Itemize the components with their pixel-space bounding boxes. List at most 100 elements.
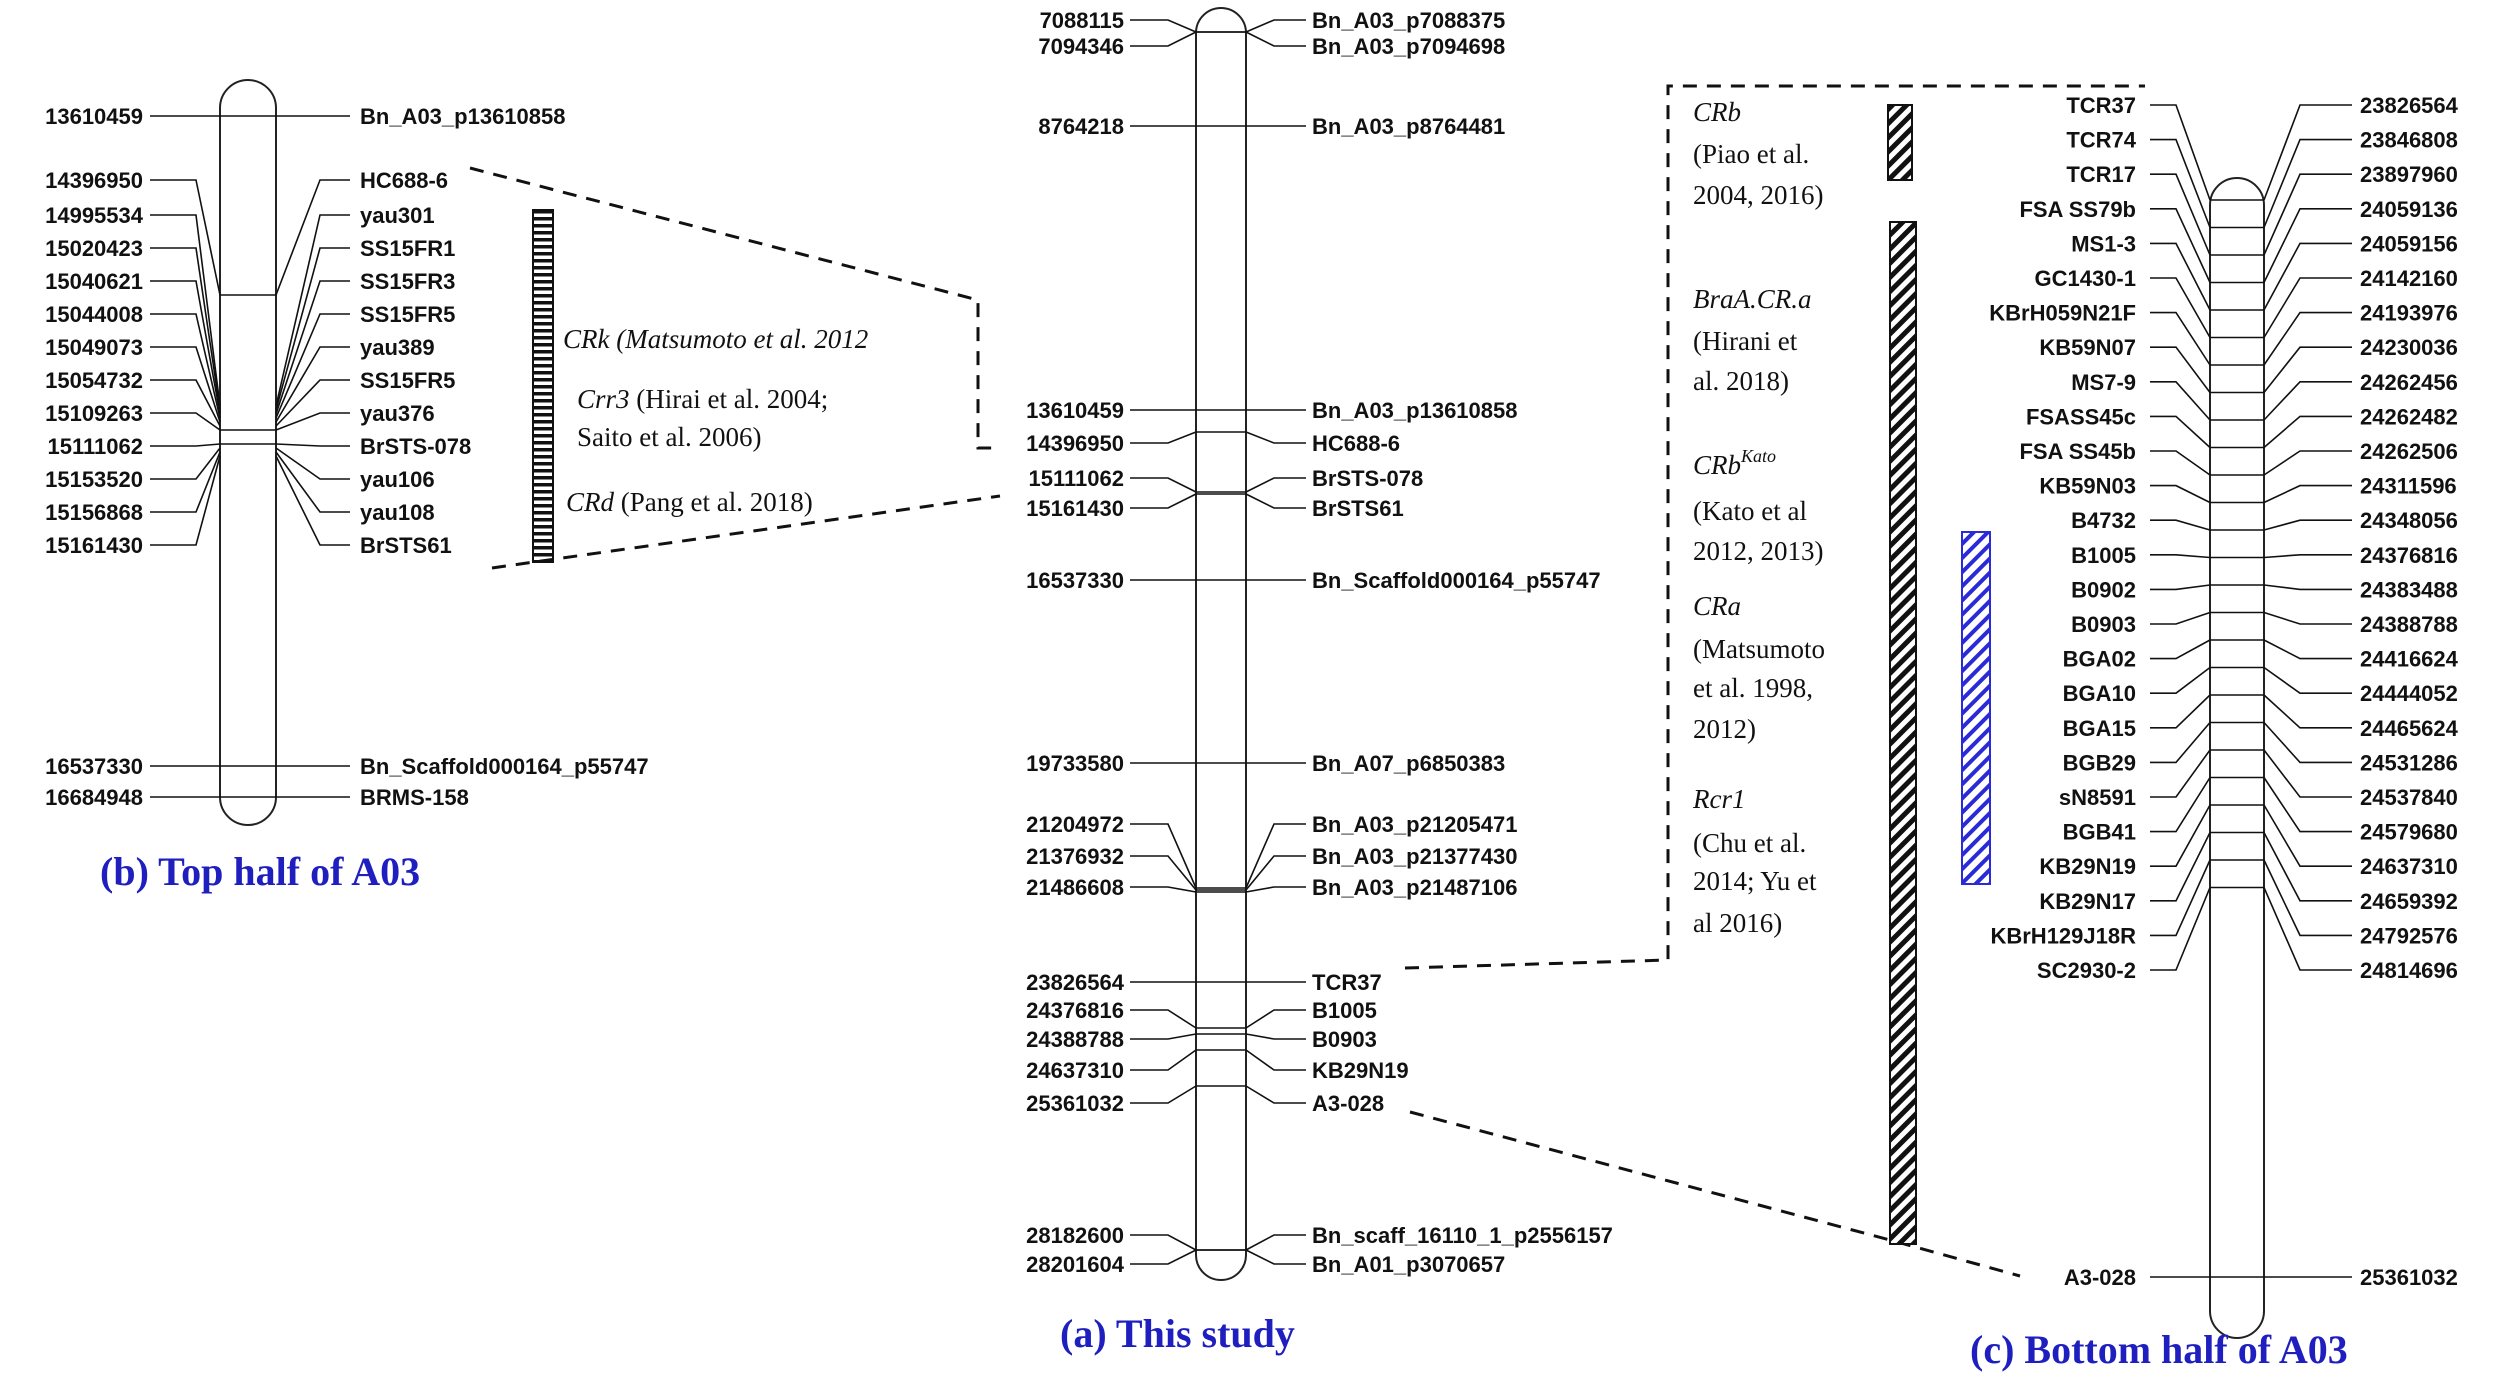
bottom-end-marker-name: A3-028	[2064, 1265, 2136, 1290]
bottom-marker-line-right	[2263, 721, 2352, 764]
crk-gene: CRk	[563, 324, 611, 354]
saito-reference: Saito et al. 2006)	[577, 422, 761, 452]
bottom-marker-name: TCR37	[2066, 93, 2136, 118]
bottom-marker-name: BGB41	[2063, 820, 2136, 845]
bottom-marker-name: GC1430-1	[2034, 266, 2136, 291]
bottom-marker-line-left	[2150, 242, 2211, 311]
bottom-marker-line-left	[2150, 311, 2211, 366]
study-marker-name: Bn_Scaffold000164_p55747	[1312, 568, 1601, 593]
crd-reference: CRd (Pang et al. 2018)	[566, 487, 813, 517]
top-marker-line-left	[150, 179, 221, 296]
bottom-marker-line-left	[2150, 694, 2211, 729]
study-marker-name: KB29N19	[1312, 1058, 1409, 1083]
study-marker-line-left	[1130, 1049, 1197, 1071]
crd-gene: CRd	[566, 487, 615, 517]
bra-ref-line-2: al. 2018)	[1693, 366, 1789, 396]
bottom-marker-name: KB59N03	[2039, 474, 2136, 499]
bottom-marker-name: KB59N07	[2039, 335, 2136, 360]
bottom-marker-line-left	[2150, 721, 2211, 764]
study-marker-position: 15111062	[1029, 466, 1124, 491]
top-marker-name: SS15FR3	[360, 269, 455, 294]
bottom-marker-name: KBrH059N21F	[1989, 301, 2136, 326]
bottom-marker-line-right	[2263, 173, 2352, 256]
cra-ref-line-1: (Matsumoto	[1693, 634, 1825, 664]
bottom-marker-line-left	[2150, 859, 2211, 937]
top-marker-name: BrSTS-078	[360, 434, 471, 459]
crr3-reference: Crr3 (Hirai et al. 2004;	[577, 384, 828, 414]
cra-ref-line-2: et al. 1998,	[1693, 673, 1813, 703]
top-marker-line-left	[150, 379, 221, 427]
study-marker-name: HC688-6	[1312, 431, 1400, 456]
rcr1-gene: Rcr1	[1692, 784, 1745, 814]
study-marker-position: 23826564	[1026, 970, 1125, 995]
study-marker-name: TCR37	[1312, 970, 1382, 995]
study-marker-line-left	[1130, 1009, 1197, 1029]
top-marker-line-left	[150, 214, 221, 407]
bottom-marker-line-left	[2150, 173, 2211, 256]
study-marker-line-left	[1130, 1234, 1197, 1251]
bottom-marker-line-right	[2263, 666, 2352, 695]
chromosome-bar-study	[1195, 7, 1247, 1281]
top-half-connectors	[150, 115, 350, 798]
top-marker-name: SS15FR1	[360, 236, 455, 261]
top-marker-name: Bn_Scaffold000164_p55747	[360, 754, 649, 779]
study-marker-position: 25361032	[1026, 1091, 1124, 1116]
top-marker-position: 13610459	[45, 104, 143, 129]
top-marker-position: 15020423	[45, 236, 143, 261]
bottom-marker-position: 24659392	[2360, 889, 2458, 914]
top-marker-line-left	[150, 447, 221, 480]
bottom-marker-line-left	[2150, 639, 2211, 660]
bottom-marker-position: 24388788	[2360, 612, 2458, 637]
study-marker-name: Bn_A03_p13610858	[1312, 398, 1517, 423]
bottom-marker-line-right	[2263, 208, 2352, 283]
top-marker-position: 15161430	[45, 533, 143, 558]
bottom-marker-position: 23897960	[2360, 162, 2458, 187]
top-marker-name: yau389	[360, 335, 435, 360]
chromosome-bar-top-half	[219, 79, 277, 826]
bottom-marker-name: B1005	[2071, 543, 2136, 568]
bottom-marker-line-right	[2263, 311, 2352, 366]
top-marker-name: SS15FR5	[360, 302, 455, 327]
study-marker-position: 24637310	[1026, 1058, 1124, 1083]
study-marker-name: B1005	[1312, 998, 1377, 1023]
bottom-marker-line-left	[2150, 346, 2211, 393]
study-marker-line-right	[1245, 1249, 1306, 1265]
study-marker-position: 14396950	[1026, 431, 1124, 456]
study-marker-line-right	[1245, 855, 1306, 891]
top-marker-line-right	[275, 214, 350, 407]
top-marker-position: 14396950	[45, 168, 143, 193]
study-marker-line-left	[1130, 1033, 1197, 1040]
bra-ref-line-1: (Hirani et	[1693, 326, 1798, 356]
bottom-marker-line-left	[2150, 611, 2211, 625]
bottom-marker-position: 24537840	[2360, 785, 2458, 810]
top-marker-name: HC688-6	[360, 168, 448, 193]
study-marker-name: BrSTS61	[1312, 496, 1404, 521]
bottom-marker-line-left	[2150, 208, 2211, 283]
study-marker-position: 28182600	[1026, 1223, 1124, 1248]
top-marker-line-left	[150, 247, 221, 411]
top-marker-line-left	[150, 412, 221, 431]
bottom-marker-name: BGB29	[2063, 750, 2136, 775]
top-marker-name: BRMS-158	[360, 785, 469, 810]
study-marker-line-right	[1245, 431, 1306, 444]
bottom-marker-position: 24142160	[2360, 266, 2458, 291]
link-a3-028	[1409, 1110, 2021, 1278]
bottom-marker-line-right	[2263, 104, 2352, 201]
bottom-marker-name: KBrH129J18R	[1990, 923, 2136, 948]
cra-gene: CRa	[1693, 591, 1741, 621]
bottom-marker-position: 24416624	[2360, 647, 2459, 672]
top-marker-line-right	[275, 346, 350, 423]
top-marker-position: 15040621	[45, 269, 143, 294]
blue-region-bar	[1961, 531, 1991, 885]
top-marker-name: BrSTS61	[360, 533, 452, 558]
study-marker-name: A3-028	[1312, 1091, 1384, 1116]
study-marker-name: B0903	[1312, 1027, 1377, 1052]
top-marker-position: 16537330	[45, 754, 143, 779]
top-marker-line-right	[275, 313, 350, 419]
study-marker-position: 21376932	[1026, 844, 1124, 869]
study-marker-name: Bn_A03_p21205471	[1312, 812, 1517, 837]
study-marker-name: BrSTS-078	[1312, 466, 1423, 491]
